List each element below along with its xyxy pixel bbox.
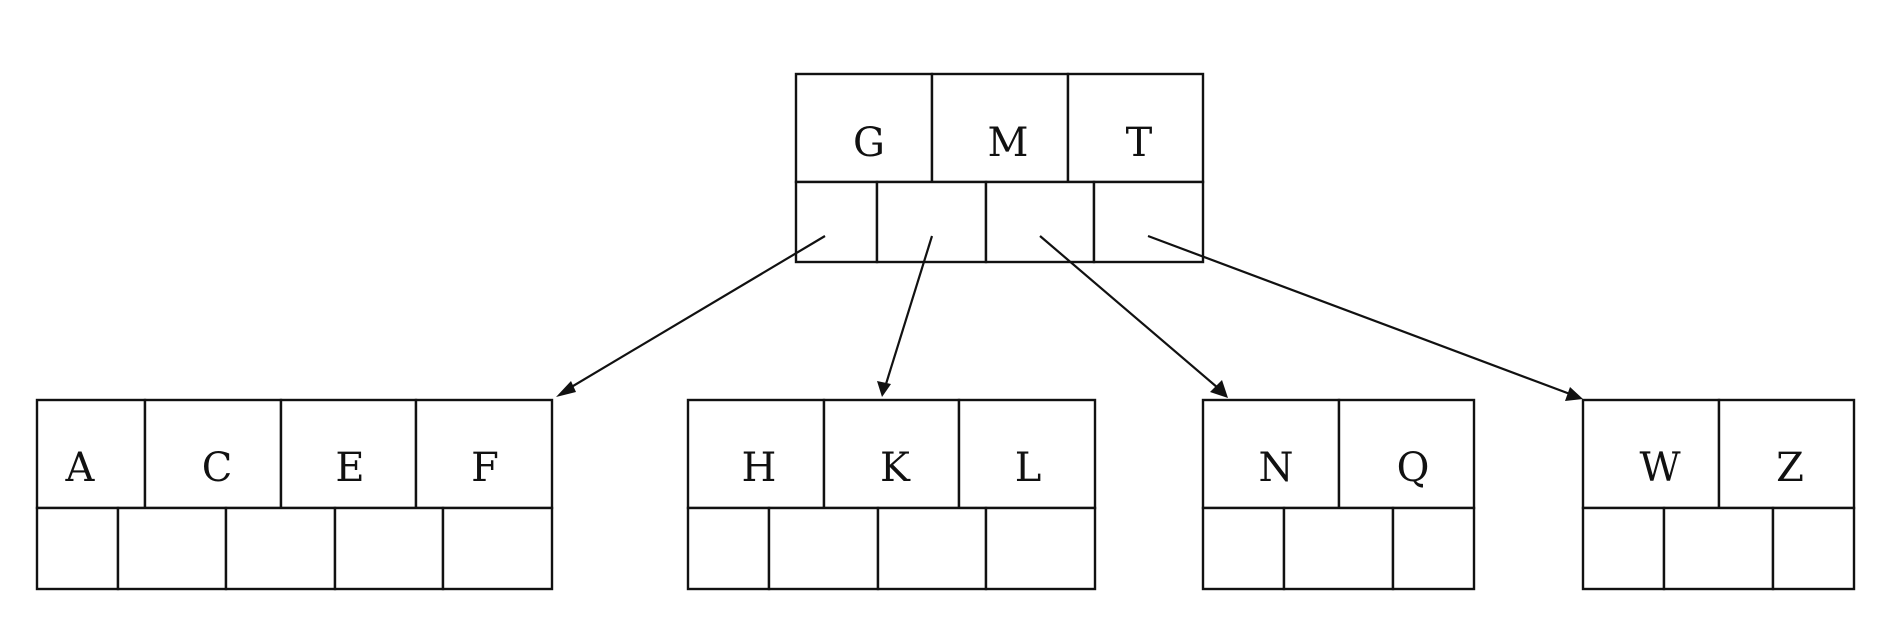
child2-key-cell-2 [957, 398, 1097, 510]
root-pointer-cell-0 [794, 180, 879, 264]
child4-key-0: W [1639, 445, 1680, 491]
child1-pointer-cell-0 [35, 506, 120, 591]
child1-key-3: F [471, 445, 499, 491]
child3-pointer-cell-0 [1201, 506, 1286, 591]
child1-pointer-cell-3 [333, 506, 445, 591]
child-node-2: H K L [686, 398, 1097, 591]
child3-pointer-cell-1 [1282, 506, 1395, 591]
child3-key-0: N [1259, 445, 1294, 491]
root-key-cell-1 [930, 72, 1070, 184]
child1-key-cell-3 [414, 398, 554, 510]
root-key-1: M [988, 120, 1029, 166]
child2-key-2: L [1015, 445, 1042, 491]
root-node: G M T [794, 72, 1205, 264]
child4-pointer-cell-0 [1581, 506, 1666, 591]
child2-key-cell-1 [822, 398, 961, 510]
root-pointer-cell-2 [984, 180, 1096, 264]
child4-key-cell-0 [1581, 398, 1721, 510]
child4-pointer-cell-2 [1771, 506, 1856, 591]
root-key-0: G [853, 120, 885, 166]
root-key-cell-2 [1066, 72, 1205, 184]
root-key-cell-0 [794, 72, 934, 184]
child2-pointer-cell-3 [984, 506, 1097, 591]
child2-pointer-cell-0 [686, 506, 771, 591]
arrow-to-child-2 [884, 235, 934, 385]
child1-pointer-cell-1 [116, 506, 228, 591]
root-key-2: T [1126, 120, 1153, 166]
child1-key-2: E [335, 445, 364, 491]
arrow-to-child-1 [567, 235, 826, 390]
child1-pointer-cell-2 [224, 506, 337, 591]
arrowhead-child-2 [877, 381, 891, 397]
child3-pointer-cell-2 [1391, 506, 1476, 591]
child2-pointer-cell-1 [767, 506, 880, 591]
child1-key-1: C [202, 445, 233, 491]
child-node-1: A C E F [35, 398, 554, 591]
child3-key-cell-0 [1201, 398, 1341, 510]
child2-pointer-cell-2 [876, 506, 988, 591]
child-node-3: N Q [1201, 398, 1476, 591]
child-node-4: W Z [1581, 398, 1856, 591]
child2-key-0: H [742, 445, 777, 491]
arrowhead-child-3 [1210, 380, 1228, 398]
child1-key-cell-1 [143, 398, 283, 510]
root-pointer-cell-1 [875, 180, 988, 264]
arrow-to-child-4 [1147, 234, 1571, 396]
child2-key-1: K [880, 445, 911, 491]
child3-key-1: Q [1397, 445, 1430, 491]
arrowhead-child-4 [1565, 387, 1583, 401]
child4-pointer-cell-1 [1662, 506, 1775, 591]
arrowhead-child-1 [556, 381, 576, 397]
child1-pointer-cell-4 [441, 506, 554, 591]
arrow-to-child-3 [1039, 235, 1219, 389]
pointer-arrows [556, 234, 1583, 401]
child1-key-0: A [65, 445, 96, 491]
child4-key-1: Z [1776, 445, 1804, 491]
